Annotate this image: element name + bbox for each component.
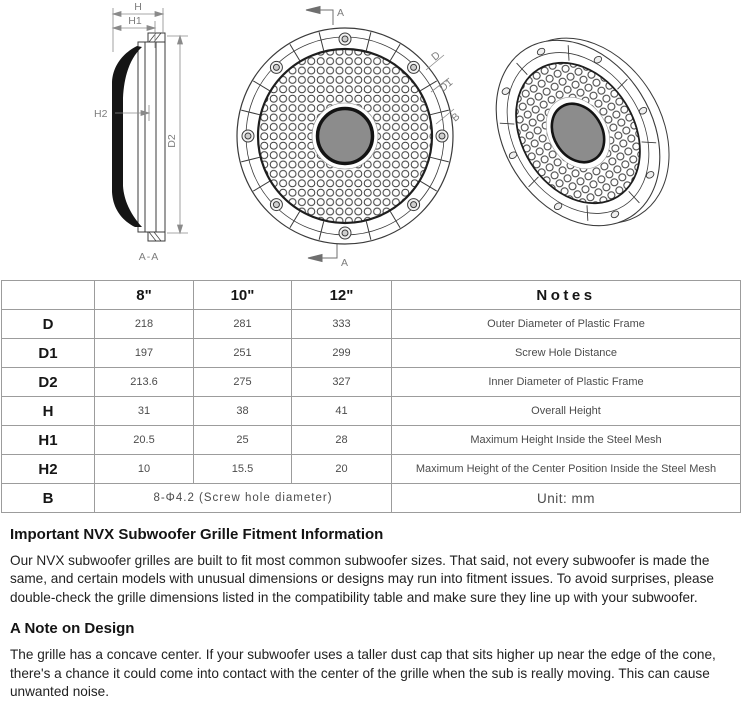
dim-value: 28: [291, 425, 392, 455]
dim-h1: [111, 21, 157, 48]
dim-value: 15.5: [193, 454, 292, 484]
dim-value: 20: [291, 454, 392, 484]
side-section-view: H H1 H2 D2 A-A: [94, 1, 188, 263]
dim-value: 327: [291, 367, 392, 397]
row-label: H1: [1, 425, 95, 455]
section-arrow-top-label: A: [337, 7, 344, 19]
section-body: The grille has a concave center. If your…: [10, 647, 716, 700]
row-label: H: [1, 396, 95, 426]
dim-value: 25: [193, 425, 292, 455]
table-row: D2 213.6 275 327 Inner Diameter of Plast…: [1, 367, 741, 397]
section-heading: A Note on Design: [10, 620, 135, 638]
info-sections: Important NVX Subwoofer Grille Fitment I…: [0, 526, 742, 701]
section-arrow-bottom: [307, 244, 338, 263]
section-caption: A-A: [139, 251, 160, 263]
table-header-row: 8" 10" 12" Notes: [1, 280, 741, 310]
front-view: A A: [236, 5, 462, 269]
dimensions-table: 8" 10" 12" Notes D 218 281 333 Outer Dia…: [1, 280, 741, 513]
dim-value: 20.5: [94, 425, 194, 455]
frame-cross-section: [137, 32, 166, 242]
dim-note: Overall Height: [391, 396, 741, 426]
grille-front: [236, 27, 454, 245]
section-arrow-top: [305, 5, 334, 25]
section-heading: Important NVX Subwoofer Grille Fitment I…: [10, 526, 384, 543]
dim-note: Outer Diameter of Plastic Frame: [391, 309, 741, 339]
dim-note: Maximum Height of the Center Position In…: [391, 454, 741, 484]
dim-h1-label: H1: [128, 15, 142, 27]
dim-value: 41: [291, 396, 392, 426]
dim-value: 10: [94, 454, 194, 484]
dim-h2: [115, 105, 151, 121]
leader-lines: [425, 54, 455, 125]
dim-value: 197: [94, 338, 194, 368]
col-header-8in: 8": [94, 280, 194, 310]
dim-value: 281: [193, 309, 292, 339]
center-disc-perspective: [550, 102, 606, 164]
row-label: H2: [1, 454, 95, 484]
leader-d-label: D: [429, 49, 443, 63]
dim-d2: [167, 34, 188, 235]
dim-note: Screw Hole Distance: [391, 338, 741, 368]
tab-lines-perspective: [499, 45, 657, 221]
dim-value: 38: [193, 396, 292, 426]
row-label: B: [1, 483, 95, 513]
table-row: H 31 38 41 Overall Height: [1, 396, 741, 426]
technical-drawings: H H1 H2 D2 A-A: [0, 0, 742, 280]
dim-value: 275: [193, 367, 292, 397]
dim-h-label: H: [134, 1, 142, 13]
col-header-12in: 12": [291, 280, 392, 310]
dim-note: Maximum Height Inside the Steel Mesh: [391, 425, 741, 455]
dim-value: 333: [291, 309, 392, 339]
center-disc: [315, 106, 375, 166]
row-label: D2: [1, 367, 95, 397]
dim-note: Inner Diameter of Plastic Frame: [391, 367, 741, 397]
dim-value: 299: [291, 338, 392, 368]
table-row: H2 10 15.5 20 Maximum Height of the Cent…: [1, 454, 741, 484]
col-header-notes: Notes: [391, 280, 741, 310]
dim-h2-label: H2: [94, 108, 108, 120]
section-arrow-bottom-label: A: [341, 257, 348, 269]
table-row: D1 197 251 299 Screw Hole Distance: [1, 338, 741, 368]
dim-value: 251: [193, 338, 292, 368]
screws-perspective: [501, 47, 655, 219]
unit-note: Unit: mm: [391, 483, 741, 513]
mesh-cross-section: [112, 46, 142, 227]
dim-value: 31: [94, 396, 194, 426]
row-label: D: [1, 309, 95, 339]
dim-d2-label: D2: [166, 134, 178, 148]
dim-value: 218: [94, 309, 194, 339]
corner-cell: [1, 280, 95, 310]
row-label: D1: [1, 338, 95, 368]
col-header-10in: 10": [193, 280, 292, 310]
section-body: Our NVX subwoofer grilles are built to f…: [10, 553, 714, 605]
table-row: D 218 281 333 Outer Diameter of Plastic …: [1, 309, 741, 339]
table-footer-row: B 8-Φ4.2 (Screw hole diameter) Unit: mm: [1, 483, 741, 513]
perspective-view: [495, 37, 670, 227]
dim-value: 213.6: [94, 367, 194, 397]
table-row: H1 20.5 25 28 Maximum Height Inside the …: [1, 425, 741, 455]
screw-hole-spec: 8-Φ4.2 (Screw hole diameter): [94, 483, 392, 513]
dim-h: [111, 8, 165, 52]
